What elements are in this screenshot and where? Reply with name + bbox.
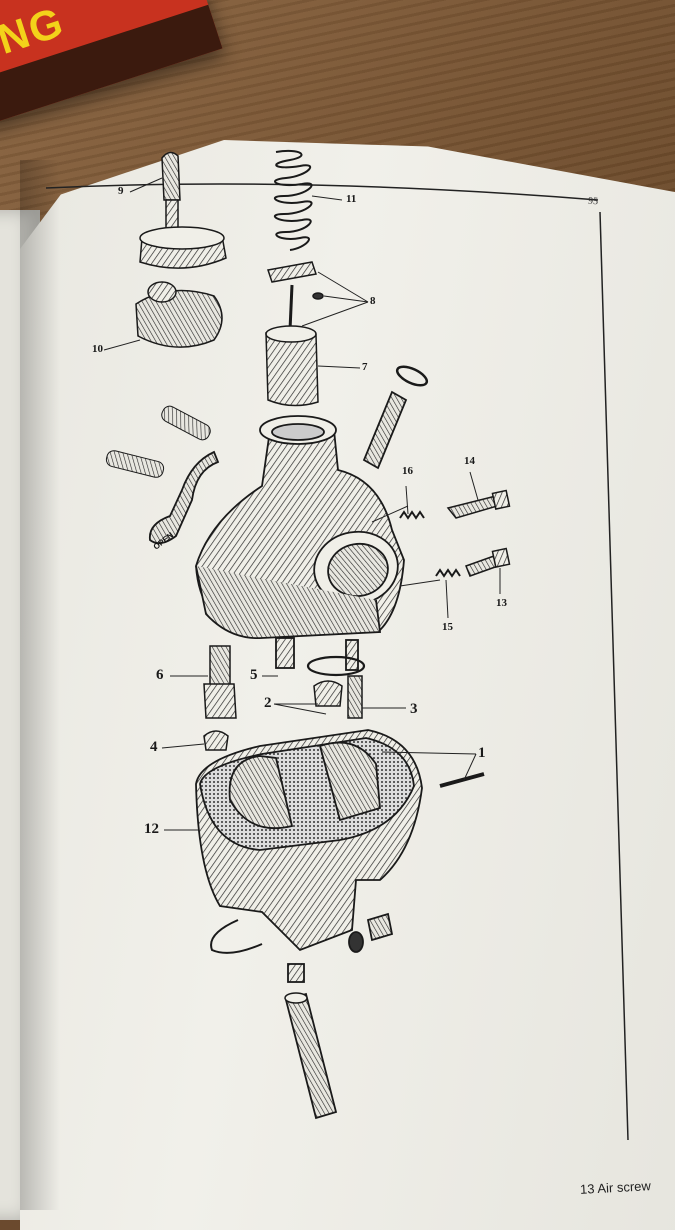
callout-8: 8: [370, 295, 376, 307]
callout-13: 13: [496, 597, 507, 609]
callout-6: 6: [156, 667, 164, 683]
part-cable-adjuster: [139, 151, 227, 269]
part-top-cap: [135, 281, 223, 348]
part-drain-hose: [284, 992, 338, 1120]
callout-1: 1: [478, 745, 486, 761]
part-jets: [203, 645, 366, 751]
callout-5: 5: [250, 667, 258, 683]
part-spring: [274, 150, 313, 251]
callout-14: 14: [464, 455, 475, 467]
part-screw-b: [105, 450, 165, 478]
callout-10: 10: [92, 343, 103, 355]
page-number: 95: [587, 195, 599, 208]
part-o-ring: [395, 365, 429, 387]
carburetor-exploded-diagram: OPEN: [45, 150, 629, 1141]
part-screw-a: [161, 405, 211, 441]
part-needle: [267, 261, 324, 331]
callout-2: 2: [264, 695, 272, 711]
callout-16: 16: [402, 465, 413, 477]
callout-3: 3: [410, 701, 418, 717]
part-float-bowl: [195, 729, 423, 983]
part-air-screws: [399, 489, 511, 578]
right-margin-rule: [599, 211, 629, 1141]
callout-15: 15: [442, 621, 453, 633]
page-fold-shadow: [20, 160, 60, 1210]
part-float-pin: [439, 772, 485, 788]
callout-7: 7: [362, 361, 368, 373]
leader-lines: [103, 177, 501, 831]
callout-4: 4: [150, 739, 158, 755]
part-carburetor-body: [148, 390, 408, 671]
callout-12: 12: [144, 821, 159, 837]
callout-11: 11: [346, 193, 357, 205]
callout-9: 9: [118, 185, 124, 197]
part-throttle-slide: [265, 325, 319, 407]
